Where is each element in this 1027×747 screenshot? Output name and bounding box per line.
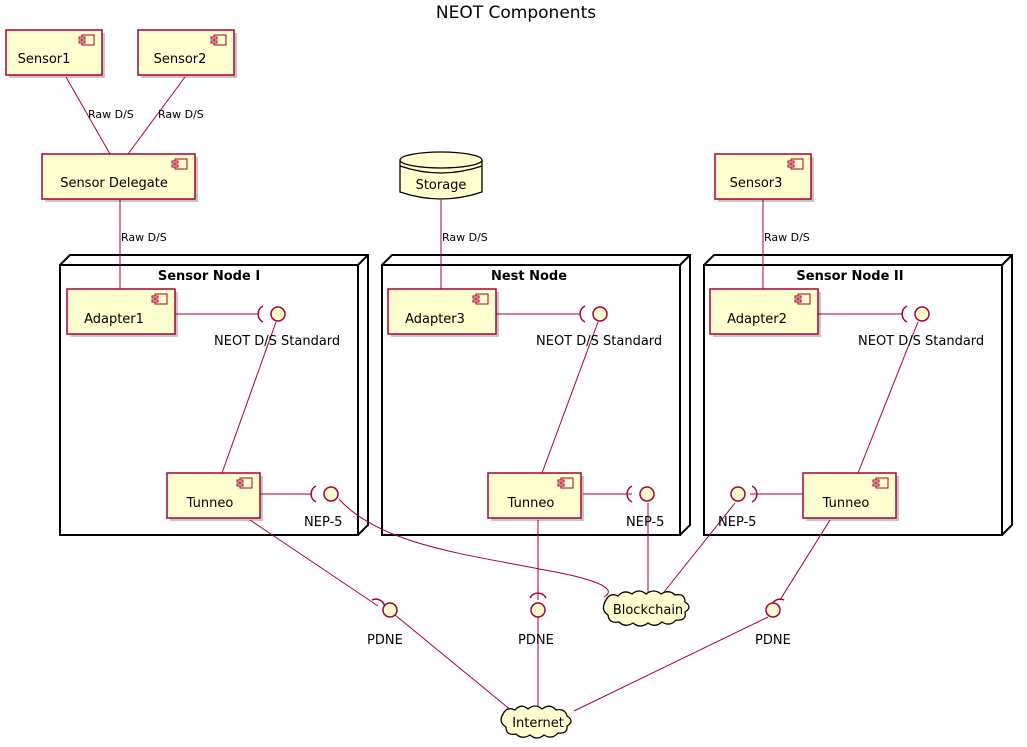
interface-pdne-nest: PDNE <box>518 592 554 648</box>
interface-label: NEP-5 <box>304 515 342 530</box>
interface-label: PDNE <box>367 633 403 648</box>
interface-label: NEP-5 <box>718 515 756 530</box>
component-label: Sensor3 <box>730 176 783 191</box>
component-label: Tunneo <box>507 496 555 511</box>
component-tunneo-sensor-node-1: Tunneo <box>166 472 263 521</box>
component-adapter3: Adapter3 <box>387 288 499 337</box>
interface-label: PDNE <box>518 633 554 648</box>
link-label-raw-ds: Raw D/S <box>442 231 488 244</box>
component-label: Tunneo <box>186 496 234 511</box>
interface-label: NEP-5 <box>626 515 664 530</box>
interface-neot-ds-standard-1: NEOT D/S Standard <box>214 305 340 349</box>
component-label: Sensor2 <box>154 52 207 67</box>
database-label: Storage <box>416 178 467 193</box>
interface-label: NEOT D/S Standard <box>858 334 984 349</box>
component-label: Adapter1 <box>84 312 144 327</box>
component-tunneo-sensor-node-2: Tunneo <box>802 472 899 521</box>
interface-label: NEOT D/S Standard <box>536 334 662 349</box>
database-storage: Storage <box>399 151 483 200</box>
node-title: Sensor Node II <box>796 269 903 284</box>
component-tunneo-nest-node: Tunneo <box>487 472 584 521</box>
link-label-raw-ds: Raw D/S <box>88 108 134 121</box>
diagram-title: NEOT Components <box>436 3 596 23</box>
component-sensor-delegate: Sensor Delegate <box>41 153 198 202</box>
node-title: Sensor Node I <box>158 269 260 284</box>
component-sensor3: Sensor3 <box>714 153 814 202</box>
component-label: Sensor1 <box>18 52 71 67</box>
interface-pdne-2: PDNE <box>755 598 791 648</box>
cloud-internet: Internet <box>500 705 572 739</box>
interface-nep5-1: NEP-5 <box>304 485 342 530</box>
interface-neot-ds-standard-nest: NEOT D/S Standard <box>536 305 662 349</box>
interface-nep5-nest: NEP-5 <box>626 485 664 530</box>
cloud-label: Blockchain <box>613 603 683 618</box>
link-label-raw-ds: Raw D/S <box>121 231 167 244</box>
component-label: Sensor Delegate <box>60 176 168 191</box>
component-adapter2: Adapter2 <box>709 288 821 337</box>
link-label-raw-ds: Raw D/S <box>764 231 810 244</box>
interface-label: NEOT D/S Standard <box>214 334 340 349</box>
interface-pdne-1: PDNE <box>367 598 403 648</box>
cloud-blockchain: Blockchain <box>602 590 690 627</box>
node-title: Nest Node <box>491 269 567 284</box>
component-sensor1: Sensor1 <box>5 29 105 78</box>
node-sensor-node-2: Sensor Node II <box>703 254 1013 536</box>
interface-label: PDNE <box>755 633 791 648</box>
connection-lines <box>65 76 919 712</box>
component-sensor2: Sensor2 <box>137 29 237 78</box>
component-label: Tunneo <box>822 496 870 511</box>
component-adapter1: Adapter1 <box>66 288 178 337</box>
cloud-label: Internet <box>512 716 564 731</box>
component-label: Adapter3 <box>405 312 465 327</box>
interface-nep5-2: NEP-5 <box>718 485 758 530</box>
link-label-raw-ds: Raw D/S <box>158 108 204 121</box>
component-label: Adapter2 <box>727 312 787 327</box>
interface-neot-ds-standard-2: NEOT D/S Standard <box>858 305 984 349</box>
